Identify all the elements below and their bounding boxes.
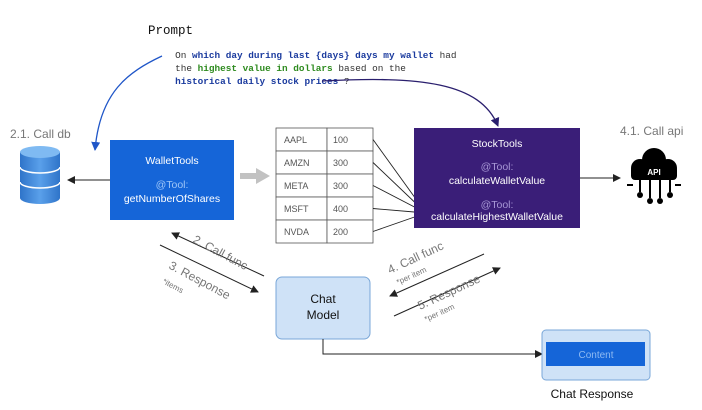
prompt-line-2: the highest value in dollars based on th… bbox=[147, 63, 423, 74]
table-symbol-text: NVDA bbox=[284, 227, 309, 237]
table-shares-text: 300 bbox=[333, 181, 348, 191]
chat-model-line-1: Chat bbox=[310, 292, 336, 306]
prompt-line-3-part-1: historical daily stock prices bbox=[175, 76, 339, 87]
table-symbol-text: META bbox=[284, 181, 308, 191]
api-cloud-icon bbox=[627, 148, 681, 204]
table-shares-text: 100 bbox=[333, 135, 348, 145]
stocktools-title: StockTools bbox=[472, 138, 523, 150]
chat-model-line-2: Model bbox=[307, 308, 340, 322]
wallettools-box bbox=[110, 140, 234, 220]
call-api-label: 4.1. Call api bbox=[620, 124, 683, 138]
prompt-to-stocktools-arrow bbox=[321, 78, 500, 127]
wallettools-title: WalletTools bbox=[145, 155, 198, 167]
content-bar bbox=[546, 342, 645, 366]
stocktools-annotation-1: @Tool: bbox=[481, 161, 514, 173]
prompt-heading: Prompt bbox=[148, 24, 193, 38]
table-shares-text: 200 bbox=[333, 227, 348, 237]
stocktools-method-2: calculateHighestWalletValue bbox=[431, 211, 563, 223]
chat-response-label: Chat Response bbox=[551, 387, 634, 401]
content-label: Content bbox=[578, 350, 613, 361]
response-3-note: *items bbox=[161, 277, 185, 295]
prompt-line-1: On which day during last {days} days my … bbox=[147, 50, 473, 61]
table-symbol-text: MSFT bbox=[284, 204, 309, 214]
table-shares-text: 300 bbox=[333, 158, 348, 168]
call-func-4-arrow bbox=[389, 253, 485, 297]
table-symbol-text: AMZN bbox=[284, 158, 310, 168]
response-5-arrow bbox=[393, 267, 501, 317]
prompt-line-3: historical daily stock prices ? bbox=[147, 76, 366, 87]
database-icon bbox=[19, 146, 61, 204]
prompt-line-2-part-3: based on the bbox=[333, 63, 407, 74]
wallettools-method: getNumberOfShares bbox=[124, 193, 220, 205]
response-3-arrow bbox=[159, 244, 259, 293]
call-func-2-label: 2. Call func bbox=[191, 232, 251, 273]
table-shares-text: 400 bbox=[333, 204, 348, 214]
stocktools-annotation-2: @Tool: bbox=[481, 199, 514, 211]
wallettools-annotation: @Tool: bbox=[156, 179, 189, 191]
table-symbol-text: AAPL bbox=[284, 135, 307, 145]
chat-model-to-response-arrow bbox=[322, 339, 543, 358]
prompt-line-2-part-1: the bbox=[175, 63, 198, 74]
call-func-2-arrow bbox=[171, 232, 265, 277]
prompt-line-1-part-1: On bbox=[175, 50, 192, 61]
wallettools-to-table-arrow bbox=[240, 168, 270, 184]
stocktools-box bbox=[414, 128, 580, 228]
prompt-line-2-part-2: highest value in dollars bbox=[198, 63, 333, 74]
prompt-line-1-part-3: had bbox=[434, 50, 457, 61]
prompt-line-1-part-2: which day during last {days} days my wal… bbox=[192, 50, 434, 61]
stocktools-method-1: calculateWalletValue bbox=[449, 175, 545, 187]
api-badge-text: API bbox=[647, 168, 660, 177]
prompt-to-wallettools-arrow bbox=[91, 55, 163, 151]
response-3-label: 3. Response bbox=[167, 258, 233, 302]
call-db-label: 2.1. Call db bbox=[10, 127, 71, 141]
prompt-line-3-part-2: ? bbox=[338, 76, 349, 87]
